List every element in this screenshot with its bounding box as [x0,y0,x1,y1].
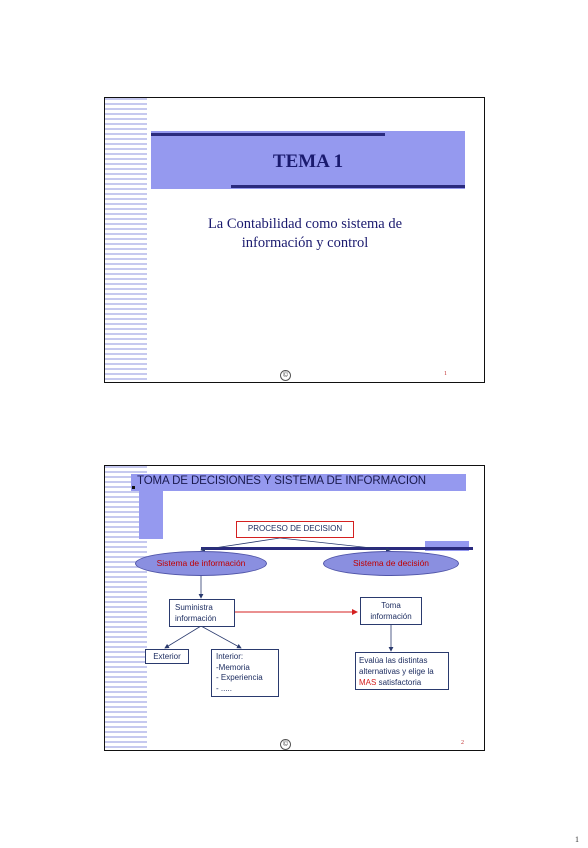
exterior-box: Exterior [145,649,189,664]
toma-informacion-box: Toma información [360,597,422,625]
slide-2-bullet [132,486,135,489]
evalua-line-1: Evalúa las distintas [359,656,428,665]
slide-1-page-number: 1 [444,371,447,377]
slide-1-bottom-bar [231,185,465,188]
slide-1-stripes [105,98,147,382]
interior-line-2: -Memoria [216,662,250,672]
proceso-decision-box: PROCESO DE DECISION [236,521,354,538]
suministra-line-2: información [175,614,217,623]
sistema-decision-ellipse: Sistema de decisión [323,551,459,576]
interior-line-3: - Experiencia [216,673,263,682]
slide-1-subtitle-line-2: información y control [241,235,369,251]
slide-1-subtitle: La Contabilidad como sistema de informac… [175,215,435,253]
slide-2-page-number: 2 [461,740,464,746]
suministra-informacion-box: Suministra información [169,599,235,627]
toma-line-2: información [370,612,412,621]
toma-line-1: Toma [381,601,401,610]
evalua-line-2: alternativas y elige la [359,667,434,676]
slide-1-title: TEMA 1 [272,151,344,172]
slide-2-title-box [131,474,466,491]
slide-1-subtitle-line-1: La Contabilidad como sistema de [207,216,403,232]
slide-1-title-box [151,131,465,189]
copyright-icon-2: © [280,739,291,750]
slide-2-title-drop [139,491,163,539]
interior-line-1: Interior: [216,652,244,661]
evalua-mas: MAS [359,678,377,687]
slide-2: TOMA DE DECISIONES Y SISTEMA DE INFORMAC… [104,465,485,751]
slide-2-deco-bar [201,547,473,550]
slide-2-deco-block [425,541,469,551]
evalua-alternativas-box: Evalúa las distintas alternativas y elig… [355,652,449,690]
interior-box: Interior: -Memoria - Experiencia - ..... [211,649,279,697]
slide-1-top-bar [151,133,385,136]
evalua-line-3: MAS satisfactoria [359,677,445,688]
copyright-icon: © [280,370,291,381]
slide-2-title: TOMA DE DECISIONES Y SISTEMA DE INFORMAC… [137,475,427,487]
page-corner-number: 1 [575,835,579,844]
slide-1: TEMA 1 La Contabilidad como sistema de i… [104,97,485,383]
diagram-connectors [164,537,394,652]
suministra-line-1: Suministra [175,603,213,612]
evalua-rest: satisfactoria [376,678,422,687]
interior-line-4: - ..... [216,683,232,693]
sistema-informacion-ellipse: Sistema de información [135,551,267,576]
